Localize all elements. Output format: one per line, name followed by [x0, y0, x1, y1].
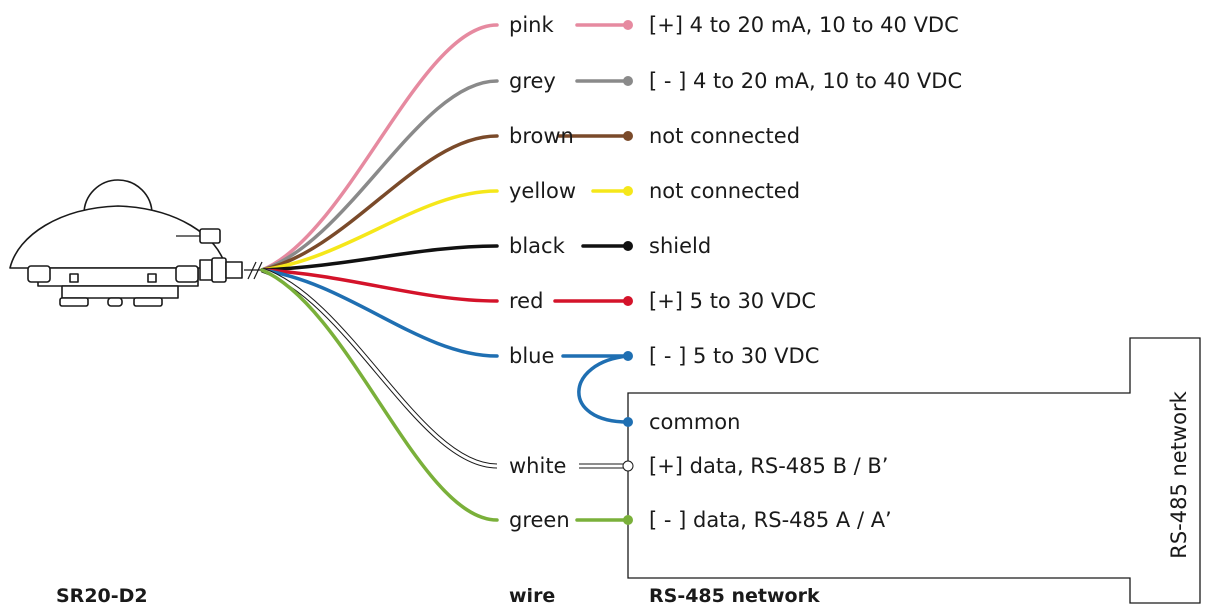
wire-green [260, 268, 630, 522]
wire-pink-name: pink [509, 13, 554, 37]
wire-black-terminal-label: shield [649, 234, 711, 258]
wire-blue-terminal-label: [ - ] 5 to 30 VDC [649, 344, 819, 368]
wire-green-terminal-dot [623, 515, 633, 525]
wire-white-label-bg [503, 452, 577, 480]
wire-brown-label-bg [503, 122, 557, 150]
wire-white-terminal-dot [622, 460, 634, 472]
wire-brown-name: brown [509, 124, 574, 148]
wire-yellow-name: yellow [509, 179, 576, 203]
color-name-labels: pink grey brown yellow black red blue white gree… [503, 11, 591, 534]
wire-layer [260, 20, 634, 525]
wire-red [260, 268, 630, 303]
wire-pink [260, 23, 630, 272]
wire-brown [260, 134, 630, 272]
wire-grey-name: grey [509, 69, 556, 93]
wire-green-terminal-label: [ - ] data, RS-485 A / A’ [649, 508, 892, 532]
wire-white [260, 268, 630, 468]
network-caption: RS-485 network [649, 585, 820, 607]
wire-black [260, 244, 630, 272]
wire-grey [260, 79, 630, 272]
wire-black-terminal-dot [623, 241, 633, 251]
network-box [627, 337, 1201, 604]
wire-yellow-label-bg [503, 177, 591, 205]
wire-green-name: green [509, 508, 570, 532]
wire-black-name: black [509, 234, 566, 258]
wire-green-label-bg [503, 506, 575, 534]
wire-brown-terminal-dot [623, 131, 633, 141]
pyranometer-device [9, 179, 263, 307]
wire-pink-label-bg [503, 11, 575, 39]
wire-white-name: white [509, 454, 566, 478]
blue-jumper [577, 354, 633, 427]
wire-grey-label-bg [503, 67, 575, 95]
wire-blue-name: blue [509, 344, 554, 368]
wire-yellow-terminal-label: not connected [649, 179, 800, 203]
wire-red-name: red [509, 289, 543, 313]
wire-grey-terminal-label: [ - ] 4 to 20 mA, 10 to 40 VDC [649, 69, 962, 93]
wire-black-label-bg [503, 232, 581, 260]
wire-red-terminal-label: [+] 5 to 30 VDC [649, 289, 816, 313]
wire-yellow [260, 189, 630, 272]
device-caption: SR20-D2 [56, 585, 148, 607]
wire-red-terminal-dot [623, 296, 633, 306]
common-label: common [649, 410, 740, 434]
wire-blue-label-bg [503, 342, 561, 370]
wire-brown-terminal-label: not connected [649, 124, 800, 148]
wire-red-label-bg [503, 287, 553, 315]
wire-pink-terminal-dot [623, 20, 633, 30]
wire-grey-terminal-dot [623, 76, 633, 86]
wire-pink-terminal-label: [+] 4 to 20 mA, 10 to 40 VDC [649, 13, 959, 37]
terminal-labels: [+] 4 to 20 mA, 10 to 40 VDC [ - ] 4 to 2… [649, 13, 962, 532]
wire-yellow-terminal-dot [623, 186, 633, 196]
network-box-label: RS-485 network [1167, 390, 1191, 558]
wire-caption: wire [509, 585, 555, 607]
wire-white-terminal-label: [+] data, RS-485 B / B’ [649, 454, 888, 478]
